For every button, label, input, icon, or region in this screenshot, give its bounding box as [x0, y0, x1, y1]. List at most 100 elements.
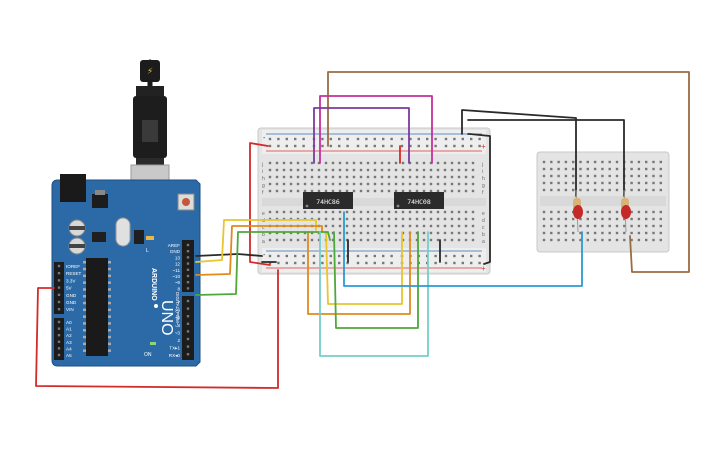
breadboard-hole[interactable]: [289, 210, 293, 214]
breadboard-hole[interactable]: [394, 210, 398, 214]
breadboard-hole[interactable]: [289, 231, 293, 235]
rail-hole[interactable]: [434, 254, 437, 258]
breadboard-hole[interactable]: [359, 182, 363, 186]
breadboard-hole[interactable]: [408, 210, 412, 214]
breadboard-hole[interactable]: [380, 175, 384, 179]
breadboard-hole[interactable]: [380, 231, 384, 235]
rail-hole[interactable]: [382, 254, 385, 258]
breadboard-hole[interactable]: [457, 217, 461, 221]
breadboard-hole[interactable]: [637, 217, 641, 221]
breadboard-hole[interactable]: [601, 160, 604, 164]
rail-hole[interactable]: [444, 137, 448, 141]
breadboard-hole[interactable]: [296, 189, 300, 193]
breadboard-hole[interactable]: [593, 224, 597, 228]
breadboard-hole[interactable]: [380, 182, 384, 186]
breadboard-hole[interactable]: [275, 161, 279, 165]
breadboard-hole[interactable]: [359, 224, 363, 228]
breadboard-hole[interactable]: [352, 175, 356, 179]
breadboard-hole[interactable]: [296, 175, 300, 179]
breadboard-hole[interactable]: [550, 167, 553, 171]
breadboard-hole[interactable]: [268, 175, 272, 179]
breadboard-hole[interactable]: [289, 168, 293, 172]
breadboard-hole[interactable]: [586, 188, 589, 192]
breadboard-hole[interactable]: [310, 231, 314, 235]
breadboard-hole[interactable]: [652, 238, 655, 242]
rail-hole[interactable]: [277, 137, 280, 141]
breadboard-hole[interactable]: [659, 224, 662, 228]
breadboard-hole[interactable]: [436, 182, 440, 186]
breadboard-hole[interactable]: [408, 168, 412, 172]
header-pin[interactable]: [186, 299, 190, 303]
breadboard-hole[interactable]: [422, 231, 426, 235]
breadboard-hole[interactable]: [645, 160, 648, 164]
breadboard-hole[interactable]: [471, 189, 475, 193]
breadboard-hole[interactable]: [401, 161, 405, 165]
breadboard-hole[interactable]: [401, 189, 405, 193]
breadboard-hole[interactable]: [550, 238, 553, 242]
breadboard-hole[interactable]: [282, 210, 286, 214]
breadboard-hole[interactable]: [324, 224, 328, 228]
rail-hole[interactable]: [285, 254, 288, 258]
breadboard-hole[interactable]: [550, 224, 553, 228]
breadboard-hole[interactable]: [408, 224, 412, 228]
breadboard-hole[interactable]: [387, 189, 391, 193]
breadboard-hole[interactable]: [324, 189, 328, 193]
wire-black-rail[interactable]: [461, 109, 577, 197]
breadboard-hole[interactable]: [464, 175, 468, 179]
breadboard-hole[interactable]: [352, 182, 356, 186]
breadboard-hole[interactable]: [652, 217, 655, 221]
breadboard-hole[interactable]: [303, 161, 307, 165]
breadboard-hole[interactable]: [429, 224, 433, 228]
breadboard-hole[interactable]: [586, 231, 589, 235]
breadboard-hole[interactable]: [275, 238, 279, 242]
breadboard-hole[interactable]: [593, 238, 597, 242]
breadboard-hole[interactable]: [471, 224, 475, 228]
breadboard-hole[interactable]: [557, 224, 560, 228]
breadboard-hole[interactable]: [637, 238, 641, 242]
breadboard-hole[interactable]: [450, 217, 454, 221]
breadboard-hole[interactable]: [450, 168, 454, 172]
rail-hole[interactable]: [285, 261, 288, 265]
breadboard-hole[interactable]: [268, 231, 272, 235]
rail-hole[interactable]: [478, 254, 481, 258]
rail-hole[interactable]: [285, 144, 288, 148]
rail-hole[interactable]: [444, 261, 448, 265]
breadboard-hole[interactable]: [303, 231, 307, 235]
led-1[interactable]: [573, 189, 583, 233]
breadboard-hole[interactable]: [564, 231, 568, 235]
breadboard-hole[interactable]: [317, 231, 321, 235]
breadboard-hole[interactable]: [542, 217, 546, 221]
breadboard-hole[interactable]: [436, 238, 440, 242]
breadboard-hole[interactable]: [387, 168, 391, 172]
breadboard-hole[interactable]: [557, 160, 560, 164]
breadboard-hole[interactable]: [359, 168, 363, 172]
breadboard-hole[interactable]: [289, 175, 293, 179]
breadboard-hole[interactable]: [303, 168, 307, 172]
breadboard-hole[interactable]: [401, 231, 405, 235]
breadboard-hole[interactable]: [310, 161, 314, 165]
rail-hole[interactable]: [356, 137, 360, 141]
rail-hole[interactable]: [470, 254, 473, 258]
breadboard-hole[interactable]: [630, 160, 633, 164]
breadboard-hole[interactable]: [564, 167, 568, 171]
breadboard-hole[interactable]: [579, 160, 582, 164]
breadboard-hole[interactable]: [436, 168, 440, 172]
rail-hole[interactable]: [400, 137, 404, 141]
rail-hole[interactable]: [434, 261, 437, 265]
breadboard-hole[interactable]: [331, 231, 335, 235]
rail-hole[interactable]: [444, 144, 448, 148]
breadboard-hole[interactable]: [601, 210, 604, 214]
breadboard-hole[interactable]: [593, 181, 597, 185]
breadboard-hole[interactable]: [450, 175, 454, 179]
breadboard-hole[interactable]: [401, 217, 405, 221]
breadboard-hole[interactable]: [338, 182, 342, 186]
breadboard-hole[interactable]: [542, 174, 546, 178]
breadboard-hole[interactable]: [593, 160, 597, 164]
breadboard-hole[interactable]: [366, 161, 370, 165]
breadboard-hole[interactable]: [608, 188, 611, 192]
breadboard-hole[interactable]: [564, 181, 568, 185]
wire-green-2[interactable]: [333, 231, 419, 329]
rail-hole[interactable]: [268, 144, 272, 148]
rail-hole[interactable]: [373, 144, 376, 148]
breadboard-hole[interactable]: [422, 238, 426, 242]
